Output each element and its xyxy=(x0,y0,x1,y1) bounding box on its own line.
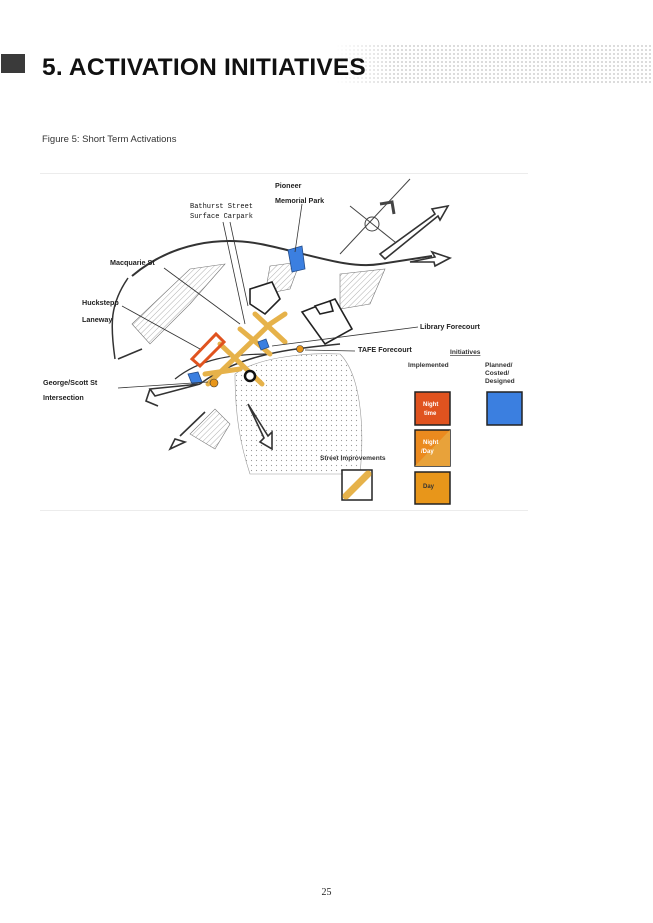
legend-nightday-label-1: Night xyxy=(423,440,438,446)
legend-nightday-label-2: /Day xyxy=(421,449,434,455)
roundabout xyxy=(243,369,257,383)
label-pioneer-2: Memorial Park xyxy=(275,196,324,205)
road-edge-2 xyxy=(174,353,271,380)
building-3 xyxy=(313,299,335,315)
legend-planned-1: Planned/ xyxy=(485,362,513,369)
legend-day-swatch xyxy=(414,471,451,505)
page-title: 5. ACTIVATION INITIATIVES xyxy=(42,54,366,81)
legend-planned-3: Designed xyxy=(485,378,515,385)
leader-huckstepp xyxy=(121,305,201,350)
label-huckstepp-2: Laneway xyxy=(82,315,112,324)
legend-street-stroke xyxy=(342,470,372,500)
legend-day-label: Day xyxy=(423,484,435,490)
label-pioneer-1: Pioneer xyxy=(275,181,302,190)
leader-pioneer xyxy=(294,203,303,253)
legend-night-label-1: Night xyxy=(423,402,438,408)
hatch-block-west xyxy=(131,263,226,345)
label-tafe: TAFE Forecourt xyxy=(358,345,412,354)
hatch-block-south xyxy=(189,408,231,450)
activation-map: Pioneer Memorial Park Macquarie St Hucks… xyxy=(43,178,523,505)
arrow-west-head xyxy=(145,388,159,407)
legend-night-label-2: time xyxy=(424,411,437,417)
planned-library xyxy=(257,338,270,351)
arrow-south-icon xyxy=(247,403,273,451)
legend-nightday-shade xyxy=(415,430,450,466)
label-library: Library Forecourt xyxy=(420,322,481,331)
arrow-southwest-icon xyxy=(168,438,188,451)
planned-pioneer-park xyxy=(287,245,306,273)
building-1 xyxy=(249,281,281,316)
legend-street-improvements: Street Improvements xyxy=(320,455,386,462)
leader-bathurst-1 xyxy=(222,221,246,325)
legend-heading: Initiatives xyxy=(450,349,481,356)
hatch-block-east xyxy=(339,268,386,310)
leader-tafe xyxy=(304,349,356,352)
page-number: 25 xyxy=(321,887,332,898)
label-macquarie: Macquarie St xyxy=(110,258,155,267)
label-bathurst-2: Surface Carpark xyxy=(190,213,253,221)
day-marker-tafe xyxy=(296,345,304,353)
legend-night-swatch xyxy=(414,391,451,426)
night-activation-laneway xyxy=(189,331,227,369)
north-arrow-icon xyxy=(339,178,411,255)
section-marker xyxy=(1,54,25,73)
arrow-west-shaft xyxy=(117,348,143,360)
leader-george xyxy=(117,381,209,389)
label-george-1: George/Scott St xyxy=(43,378,98,387)
arrow-sw-shaft xyxy=(179,411,206,437)
label-bathurst-1: Bathurst Street xyxy=(190,203,253,211)
header-fade xyxy=(0,44,395,84)
label-george-2: Intersection xyxy=(43,393,84,402)
figure-frame: Pioneer Memorial Park Macquarie St Hucks… xyxy=(40,173,528,511)
legend-implemented: Implemented xyxy=(408,362,449,369)
leader-macquarie xyxy=(163,267,241,325)
label-huckstepp-1: Huckstepp xyxy=(82,298,119,307)
arrow-northeast-icon xyxy=(378,204,450,261)
leader-bathurst-2 xyxy=(229,221,249,307)
legend-planned-swatch xyxy=(486,391,523,426)
arrow-east-icon xyxy=(409,250,453,268)
road-outline xyxy=(131,240,433,277)
legend-planned-2: Costed/ xyxy=(485,370,509,377)
figure-caption: Figure 5: Short Term Activations xyxy=(42,134,177,145)
day-marker-george xyxy=(209,378,219,388)
leader-library xyxy=(271,326,419,347)
arrow-west-icon xyxy=(148,383,201,397)
